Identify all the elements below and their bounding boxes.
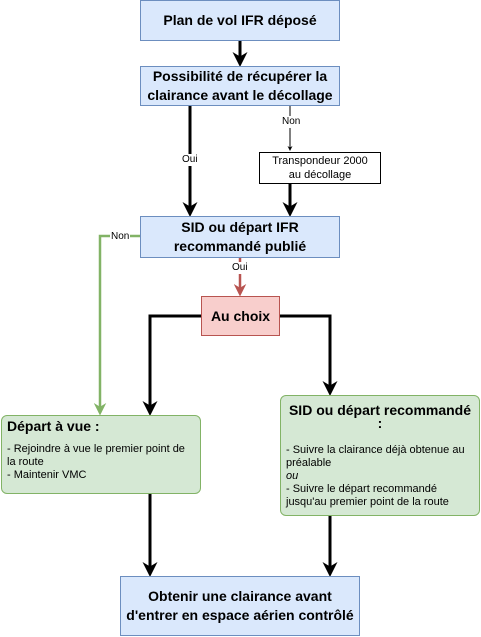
edge-choice-to-visual <box>142 314 201 416</box>
node-sidrec-line-4: - Suivre le départ recommandé <box>286 483 438 495</box>
node-possibility-line-1: Possibilité de récupérer la <box>152 68 328 84</box>
node-transponder-line-1: Transpondeur 2000 <box>272 155 368 167</box>
edge-label-non-left: Non <box>110 231 131 243</box>
node-visual-line-2: la route <box>7 456 44 468</box>
edge-choice-to-sidrec <box>280 314 338 396</box>
node-visual-title: Départ à vue : <box>7 418 100 434</box>
edge-label-oui-mid: Oui <box>231 262 249 274</box>
node-sid-line-2: recommandé publié <box>173 238 307 254</box>
node-sidrec-line-2: préalable <box>286 457 332 469</box>
node-visual-line-3: - Maintenir VMC <box>7 469 87 481</box>
node-sid-recommended: SID ou départ recommandé : - Suivre la c… <box>280 395 480 516</box>
edge-sid-to-visual <box>93 234 140 416</box>
node-sidrec-line-3: ou <box>286 470 299 482</box>
node-final-line-2: d'entrer en espace aérien contrôlé <box>126 607 354 623</box>
node-final-line-1: Obtenir une clairance avant <box>148 588 332 604</box>
edge-label-oui-left: Oui <box>181 154 199 166</box>
node-visual-line-1: - Rejoindre à vue le premier point de <box>7 443 185 455</box>
node-sidrec-title: SID ou départ recommandé : <box>288 402 472 431</box>
node-final: Obtenir une clairance avant d'entrer en … <box>120 576 360 636</box>
node-possibility: Possibilité de récupérer la clairance av… <box>140 66 340 106</box>
node-sid-line-1: SID ou départ IFR <box>181 219 299 235</box>
node-plan: Plan de vol IFR déposé <box>140 0 340 41</box>
node-possibility-line-2: clairance avant le décollage <box>147 87 333 103</box>
node-sid: SID ou départ IFR recommandé publié <box>140 216 340 258</box>
node-choice: Au choix <box>201 296 280 336</box>
node-sidrec-line-1: - Suivre la clairance déjà obtenue au <box>286 444 465 456</box>
node-visual-departure: Départ à vue : - Rejoindre à vue le prem… <box>1 415 201 494</box>
node-choice-label: Au choix <box>210 308 271 324</box>
edge-label-non-top: Non <box>281 116 302 128</box>
node-transponder: Transpondeur 2000 au décollage <box>259 152 381 184</box>
node-plan-label: Plan de vol IFR déposé <box>163 12 317 28</box>
node-transponder-line-2: au décollage <box>288 169 352 181</box>
node-sidrec-line-5: jusqu'au premier point de la route <box>286 496 449 508</box>
